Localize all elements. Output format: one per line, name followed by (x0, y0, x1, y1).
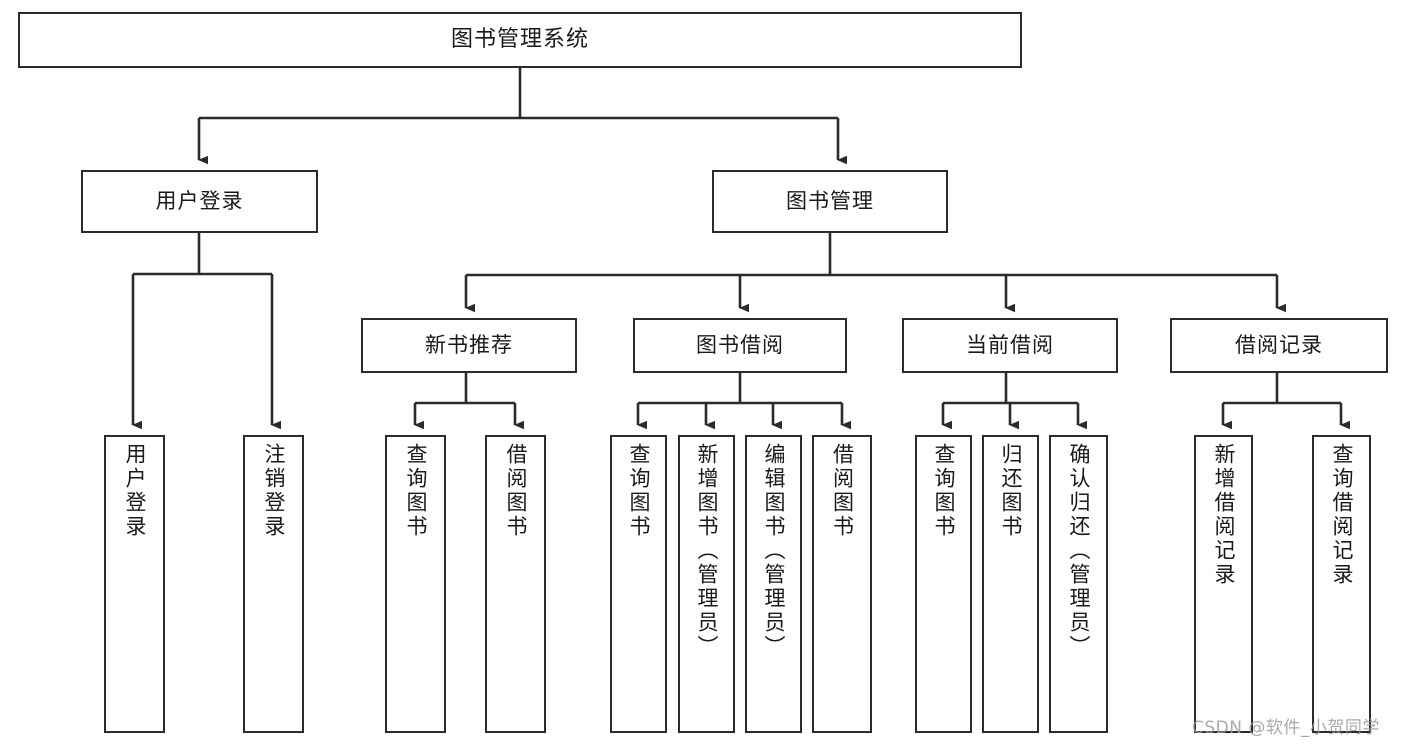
node-leaf-query-borrow-record-label: 查询借阅记录 (1330, 443, 1355, 587)
node-new-book-recommend[interactable]: 新书推荐 (361, 318, 577, 373)
node-leaf-query-book-1-label: 查询图书 (404, 443, 429, 539)
node-leaf-confirm-return-admin-label: 确认归还（管理员） (1067, 443, 1092, 659)
node-leaf-add-borrow-record-label: 新增借阅记录 (1212, 443, 1237, 587)
node-current-borrow[interactable]: 当前借阅 (902, 318, 1118, 373)
node-leaf-query-borrow-record[interactable]: 查询借阅记录 (1312, 435, 1371, 733)
node-leaf-query-book-2-label: 查询图书 (627, 443, 652, 539)
node-new-book-recommend-label: 新书推荐 (425, 332, 513, 357)
node-root-label: 图书管理系统 (450, 27, 589, 53)
node-leaf-logout-login[interactable]: 注销登录 (243, 435, 304, 733)
node-book-borrow[interactable]: 图书借阅 (633, 318, 847, 373)
node-book-management[interactable]: 图书管理 (712, 170, 948, 233)
node-borrow-record-label: 借阅记录 (1235, 332, 1323, 357)
node-leaf-add-book-admin-label: 新增图书（管理员） (695, 443, 720, 659)
node-leaf-user-login-label: 用户登录 (123, 443, 148, 539)
node-user-login[interactable]: 用户登录 (81, 170, 318, 233)
node-leaf-add-book-admin[interactable]: 新增图书（管理员） (678, 435, 735, 733)
node-leaf-return-book[interactable]: 归还图书 (982, 435, 1039, 733)
node-leaf-user-login[interactable]: 用户登录 (104, 435, 165, 733)
node-leaf-edit-book-admin-label: 编辑图书（管理员） (762, 443, 787, 659)
node-root[interactable]: 图书管理系统 (18, 12, 1022, 68)
csdn-watermark: CSDN @软件_小贺同学 (1192, 718, 1380, 738)
node-book-management-label: 图书管理 (786, 188, 874, 213)
node-leaf-borrow-book-1-label: 借阅图书 (504, 443, 529, 539)
node-leaf-query-book-3-label: 查询图书 (932, 443, 957, 539)
node-leaf-confirm-return-admin[interactable]: 确认归还（管理员） (1049, 435, 1108, 733)
node-leaf-edit-book-admin[interactable]: 编辑图书（管理员） (745, 435, 802, 733)
node-leaf-borrow-book-1[interactable]: 借阅图书 (485, 435, 546, 733)
node-leaf-logout-login-label: 注销登录 (262, 443, 287, 539)
node-leaf-return-book-label: 归还图书 (999, 443, 1024, 539)
node-current-borrow-label: 当前借阅 (966, 332, 1054, 357)
node-leaf-borrow-book-2-label: 借阅图书 (830, 443, 855, 539)
node-leaf-borrow-book-2[interactable]: 借阅图书 (812, 435, 872, 733)
node-user-login-label: 用户登录 (155, 188, 244, 213)
node-leaf-query-book-2[interactable]: 查询图书 (610, 435, 667, 733)
node-book-borrow-label: 图书借阅 (696, 332, 784, 357)
node-leaf-query-book-1[interactable]: 查询图书 (385, 435, 446, 733)
node-borrow-record[interactable]: 借阅记录 (1170, 318, 1388, 373)
node-leaf-query-book-3[interactable]: 查询图书 (915, 435, 972, 733)
node-leaf-add-borrow-record[interactable]: 新增借阅记录 (1194, 435, 1253, 733)
